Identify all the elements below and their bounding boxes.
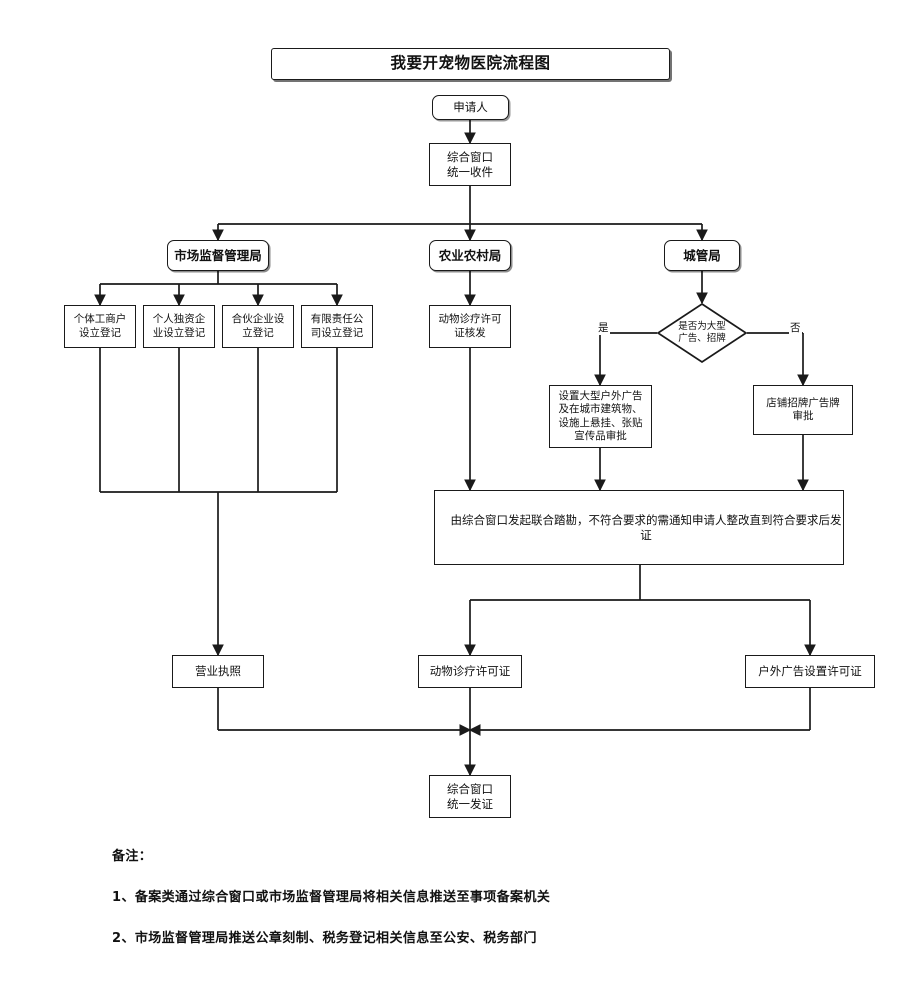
node-result-animal-clinic-license[interactable]: 动物诊疗许可证 <box>418 655 522 688</box>
edge-label-no: 否 <box>789 320 802 335</box>
node-animal-clinic-license-issue[interactable]: 动物诊疗许可 证核发 <box>429 305 511 348</box>
node-result-outdoor-ad-permit[interactable]: 户外广告设置许可证 <box>745 655 875 688</box>
node-large-outdoor-ad-approval[interactable]: 设置大型户外广告 及在城市建筑物、 设施上悬挂、张贴 宣传品审批 <box>549 385 652 448</box>
node-individual-business-registration[interactable]: 个体工商户 设立登记 <box>64 305 136 348</box>
edge-label-yes: 是 <box>597 320 610 335</box>
node-unified-certificate-issue[interactable]: 综合窗口 统一发证 <box>429 775 511 818</box>
notes-heading: 备注： <box>112 849 153 864</box>
node-partnership-registration[interactable]: 合伙企业设 立登记 <box>222 305 294 348</box>
node-sole-proprietorship-registration[interactable]: 个人独资企 业设立登记 <box>143 305 215 348</box>
node-applicant[interactable]: 申请人 <box>432 95 509 120</box>
notes-section: 备注： 1、备案类通过综合窗口或市场监督管理局将相关信息推送至事项备案机关 2、… <box>112 845 832 946</box>
note-item-2: 2、市场监督管理局推送公章刻制、税务登记相关信息至公安、税务部门 <box>112 931 537 946</box>
node-joint-site-survey[interactable]: 由综合窗口发起联合踏勘，不符合要求的需通知申请人整改直到符合要求后发证 <box>434 490 844 565</box>
decision-label: 是否为大型 广告、招牌 <box>678 321 726 344</box>
node-shop-sign-approval[interactable]: 店铺招牌广告牌 审批 <box>753 385 853 435</box>
node-dept-urban-management[interactable]: 城管局 <box>664 240 740 271</box>
note-item-1: 1、备案类通过综合窗口或市场监督管理局将相关信息推送至事项备案机关 <box>112 890 551 905</box>
node-result-business-license[interactable]: 营业执照 <box>172 655 264 688</box>
node-limited-company-registration[interactable]: 有限责任公 司设立登记 <box>301 305 373 348</box>
diamond-shape <box>656 302 748 364</box>
node-dept-agriculture[interactable]: 农业农村局 <box>429 240 511 271</box>
node-decision-large-ad[interactable]: 是否为大型 广告、招牌 <box>656 302 748 364</box>
node-dept-market-regulation[interactable]: 市场监督管理局 <box>167 240 269 271</box>
node-intake-window[interactable]: 综合窗口 统一收件 <box>429 143 511 186</box>
chart-title: 我要开宠物医院流程图 <box>271 48 670 80</box>
